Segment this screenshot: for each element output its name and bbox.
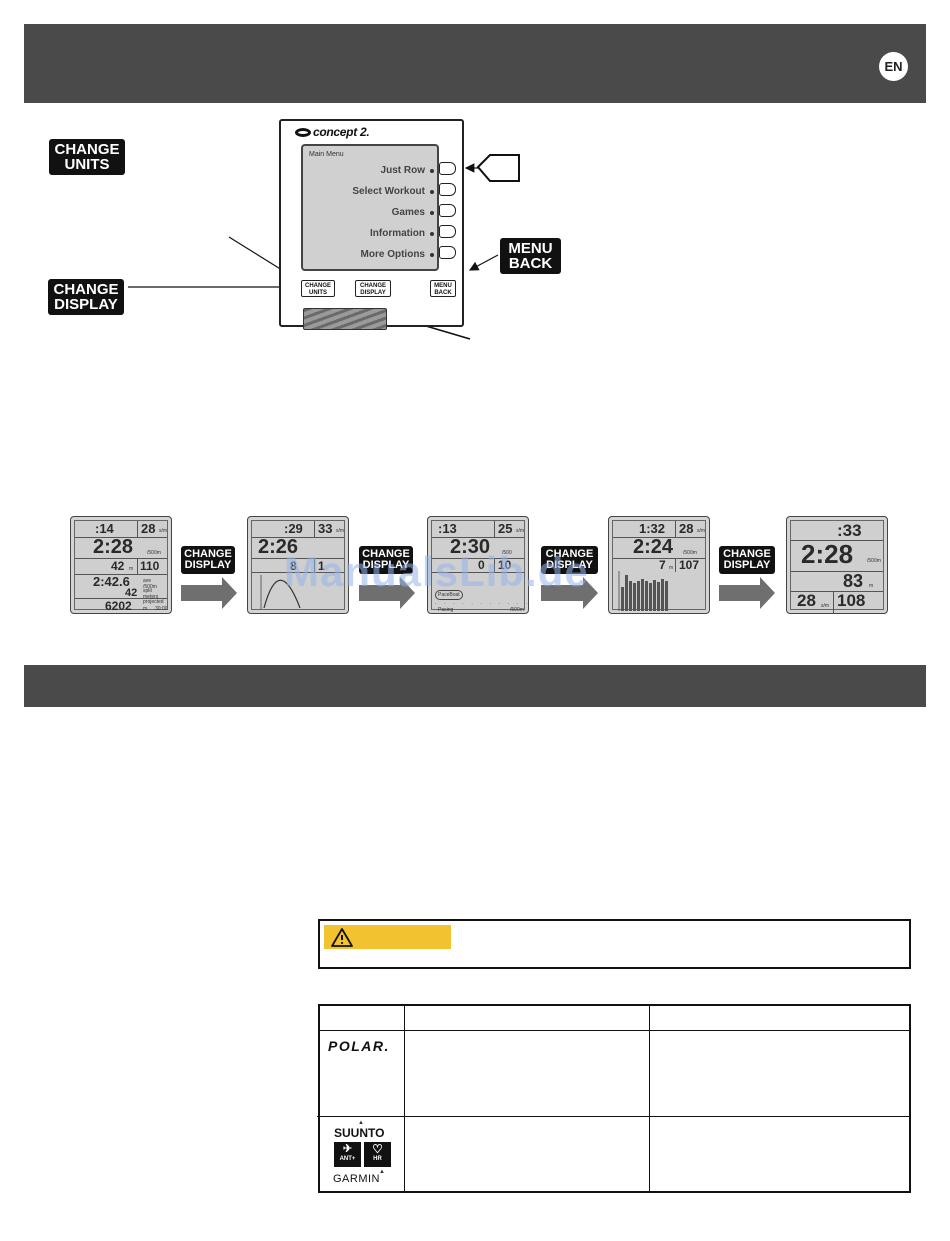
side-button-5[interactable]: [439, 246, 456, 259]
display-screen-1: :14 28 s/m 2:28 /500m 42 m 110 2:42.6 av…: [70, 516, 172, 614]
concept2-logo: concept 2.: [295, 125, 370, 139]
suunto-mark: ▲: [358, 1120, 364, 1126]
garmin-mark: ▲: [379, 1169, 385, 1175]
suunto-logo: SUUNTO: [334, 1126, 385, 1140]
display-screen-4: 1:32 28 s/m 2:24 /500m 7 m 107: [608, 516, 710, 614]
display-screen-2: :29 33 s/m 2:26 8 1: [247, 516, 349, 614]
warning-box: [318, 919, 911, 969]
heart-rate-icon: ♡ HR: [364, 1142, 391, 1167]
header-band: EN: [24, 24, 926, 103]
change-display-button[interactable]: CHANGE DISPLAY: [355, 280, 391, 297]
force-curve: [260, 575, 301, 609]
menu-item-games[interactable]: Games: [391, 207, 425, 218]
stroke-histogram: [618, 571, 668, 611]
menu-dot: [430, 190, 434, 194]
pm5-monitor: concept 2. Main Menu Just Row Select Wor…: [279, 119, 464, 330]
flow-arrow-1: [181, 577, 237, 609]
side-button-2[interactable]: [439, 183, 456, 196]
change-units-button[interactable]: CHANGE UNITS: [301, 280, 335, 297]
menu-dot: [430, 169, 434, 173]
menu-back-button[interactable]: MENU BACK: [430, 280, 456, 297]
display-screen-3: :13 25 s/m 2:30 /500 0 10 PaceBoat · · ·…: [427, 516, 529, 614]
display-screen-5: :33 2:28 /500m 83 m 28 s/m 108: [786, 516, 888, 614]
side-button-1[interactable]: [439, 162, 456, 175]
callout-arrows: [128, 154, 520, 340]
menu-dot: [430, 253, 434, 257]
heart-rate-table: POLAR. ▲ SUUNTO ✈ ANT+ ♡ HR ▲ GARMIN: [317, 1004, 911, 1193]
language-badge: EN: [879, 52, 908, 81]
menu-item-just-row[interactable]: Just Row: [380, 165, 425, 176]
usb-slot: [303, 308, 387, 330]
change-units-label: CHANGE UNITS: [49, 139, 125, 175]
garmin-logo: GARMIN: [333, 1173, 380, 1185]
pointer-hand-icon: [476, 154, 520, 182]
flow-arrow-4: [719, 577, 775, 609]
section-band: [24, 665, 926, 707]
side-button-3[interactable]: [439, 204, 456, 217]
menu-dot: [430, 232, 434, 236]
menu-item-information[interactable]: Information: [370, 228, 425, 239]
side-button-4[interactable]: [439, 225, 456, 238]
menu-title: Main Menu: [309, 151, 344, 158]
warning-bar: [324, 925, 451, 949]
menu-dot: [430, 211, 434, 215]
menu-back-label: MENU BACK: [500, 238, 561, 274]
menu-item-more-options[interactable]: More Options: [360, 249, 425, 260]
flow-arrow-2: [359, 577, 415, 609]
change-display-label: CHANGE DISPLAY: [48, 279, 124, 315]
watermark: ManualsLib.de: [284, 548, 589, 595]
ant-plus-icon: ✈ ANT+: [334, 1142, 361, 1167]
pace-dots: · · · · · · · · · · ·: [435, 601, 529, 607]
menu-item-select-workout[interactable]: Select Workout: [352, 186, 425, 197]
warning-triangle-icon: [331, 928, 353, 947]
polar-logo: POLAR.: [328, 1038, 390, 1054]
lcd-screen: Main Menu Just Row Select Workout Games …: [301, 144, 439, 271]
flow-arrow-3: [541, 577, 598, 609]
